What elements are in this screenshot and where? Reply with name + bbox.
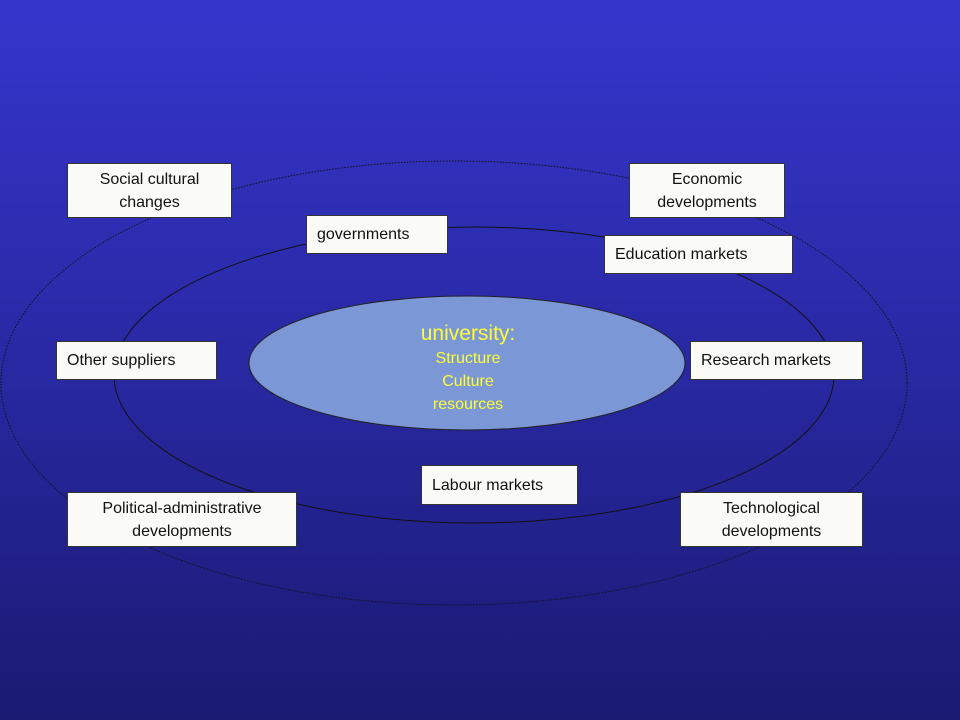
box-labour-markets: Labour markets: [421, 465, 578, 505]
box-political-label: Political-administrative developments: [102, 499, 262, 540]
box-technological-label: Technological developments: [721, 499, 822, 540]
box-education-markets: Education markets: [604, 235, 793, 274]
box-education-markets-label: Education markets: [615, 246, 748, 263]
university-label: university: Structure Culture resources: [370, 320, 566, 416]
box-research-markets-label: Research markets: [701, 352, 831, 369]
box-economic: Economic developments: [629, 163, 785, 218]
box-labour-markets-label: Labour markets: [432, 476, 544, 494]
outer-ring: [0, 160, 908, 606]
box-research-markets: Research markets: [690, 341, 863, 380]
university-resources: resources: [432, 396, 504, 413]
box-political: Political-administrative developments: [67, 492, 297, 547]
box-technological: Technological developments: [680, 492, 863, 547]
box-economic-label: Economic developments: [657, 170, 757, 211]
university-structure: Structure: [435, 350, 501, 367]
box-social-cultural-label: Social cultural changes: [99, 170, 200, 211]
university-culture: Culture: [442, 373, 494, 390]
box-governments: governments: [306, 215, 448, 254]
university-title: university:: [420, 322, 516, 345]
box-social-cultural: Social cultural changes: [67, 163, 232, 218]
box-other-suppliers-label: Other suppliers: [67, 352, 176, 369]
box-other-suppliers: Other suppliers: [56, 341, 217, 380]
box-governments-label: governments: [317, 226, 410, 243]
university-core: [248, 295, 686, 431]
